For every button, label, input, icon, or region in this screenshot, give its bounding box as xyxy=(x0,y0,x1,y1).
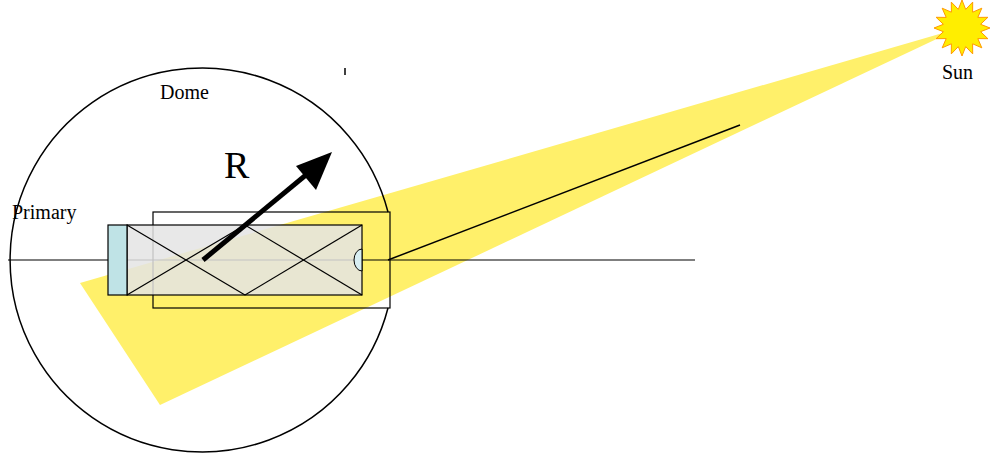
truss-lines xyxy=(127,225,362,295)
sun-label: Sun xyxy=(942,62,973,82)
primary-mirror xyxy=(108,225,127,295)
primary-label: Primary xyxy=(12,202,76,222)
telescope-tube xyxy=(127,225,362,295)
secondary-mirror xyxy=(354,249,362,271)
radius-label: R xyxy=(224,146,249,184)
dome-notch xyxy=(344,68,346,75)
sun-beam xyxy=(80,28,960,405)
radius-arrowhead xyxy=(296,152,332,190)
dome-label: Dome xyxy=(160,82,209,102)
sun-direction-line xyxy=(388,125,740,260)
radius-arrow xyxy=(203,165,318,260)
sun-symbol xyxy=(934,0,990,56)
